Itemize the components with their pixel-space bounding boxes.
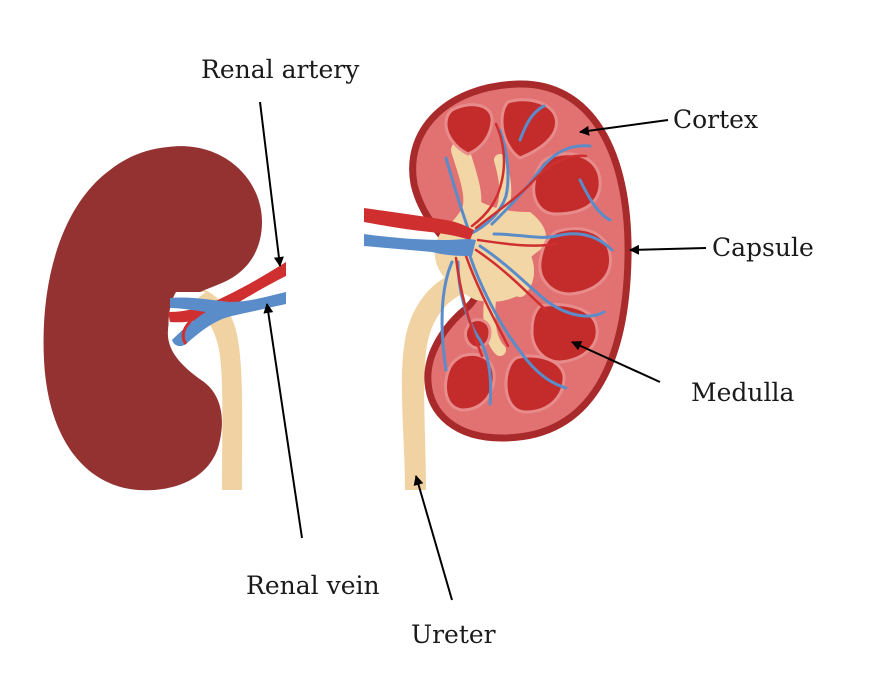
pyramid-3 [532, 152, 602, 216]
renal-vein-pointer [263, 303, 303, 539]
vein-branches [440, 104, 614, 406]
cortex-label: Cortex [673, 105, 759, 134]
pyramid-4 [538, 227, 612, 296]
renal-vein-label: Renal vein [246, 571, 380, 600]
pyramid-1 [444, 103, 494, 156]
left-renal-vein [170, 292, 286, 347]
artery-branches [454, 122, 588, 358]
right-renal-vein [364, 234, 476, 256]
cortex-pointer [579, 119, 669, 136]
external-kidney [43, 146, 286, 491]
renal-artery-label: Renal artery [201, 55, 360, 84]
medulla-pyramids [444, 98, 612, 414]
right-renal-artery [364, 208, 474, 240]
kidney-cross-section [364, 80, 632, 490]
left-renal-artery [168, 262, 286, 323]
pointer-lines [259, 101, 707, 601]
renal-artery-pointer [259, 101, 284, 267]
kidney-body [43, 146, 263, 491]
left-ureter [182, 285, 243, 490]
pyramid-5 [530, 303, 599, 364]
capsule-pointer [629, 244, 707, 255]
ureter-label: Ureter [411, 620, 496, 649]
pyramid-7 [444, 353, 496, 412]
right-ureter [401, 268, 480, 490]
pyramid-6 [504, 354, 566, 414]
medulla-pointer [571, 341, 661, 383]
capsule-label: Capsule [712, 233, 814, 262]
medulla-label: Medulla [691, 378, 795, 407]
pyramid-2 [500, 98, 558, 160]
ureter-pointer [413, 475, 453, 601]
